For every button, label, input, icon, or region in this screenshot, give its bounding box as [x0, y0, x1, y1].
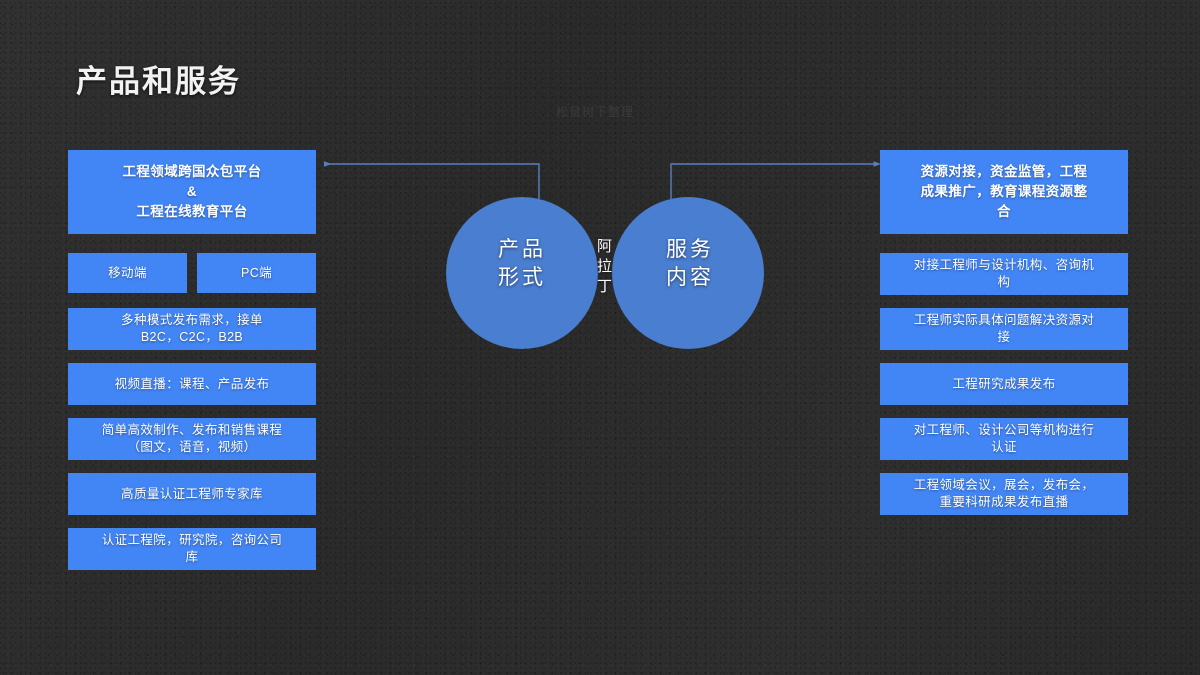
- right-item-box-5[interactable]: 工程领域会议，展会，发布会， 重要科研成果发布直播: [880, 473, 1128, 515]
- left-split-box-mobile[interactable]: 移动端: [68, 253, 187, 293]
- right-header-box[interactable]: 资源对接，资金监管，工程 成果推广，教育课程资源整 合: [880, 150, 1128, 234]
- left-item-box-5[interactable]: 认证工程院，研究院，咨询公司 库: [68, 528, 316, 570]
- left-item-box-3[interactable]: 简单高效制作、发布和销售课程 （图文，语音，视频）: [68, 418, 316, 460]
- venn-circle-right: [612, 197, 764, 349]
- left-item-box-2[interactable]: 视频直播：课程、产品发布: [68, 363, 316, 405]
- left-item-box-1[interactable]: 多种模式发布需求，接单 B2C，C2C，B2B: [68, 308, 316, 350]
- left-header-box[interactable]: 工程领域跨国众包平台 & 工程在线教育平台: [68, 150, 316, 234]
- venn-diagram: 产品 形式 服务 内容 阿 拉 丁: [440, 190, 770, 360]
- venn-circle-left: [446, 197, 598, 349]
- left-item-box-4[interactable]: 高质量认证工程师专家库: [68, 473, 316, 515]
- right-item-box-4[interactable]: 对工程师、设计公司等机构进行 认证: [880, 418, 1128, 460]
- right-item-box-3[interactable]: 工程研究成果发布: [880, 363, 1128, 405]
- page-title: 产品和服务: [76, 64, 241, 99]
- right-item-box-2[interactable]: 工程师实际具体问题解决资源对 接: [880, 308, 1128, 350]
- right-item-box-1[interactable]: 对接工程师与设计机构、咨询机 构: [880, 253, 1128, 295]
- watermark-text: 松鼠树下整理: [556, 105, 635, 119]
- left-split-box-pc[interactable]: PC端: [197, 253, 316, 293]
